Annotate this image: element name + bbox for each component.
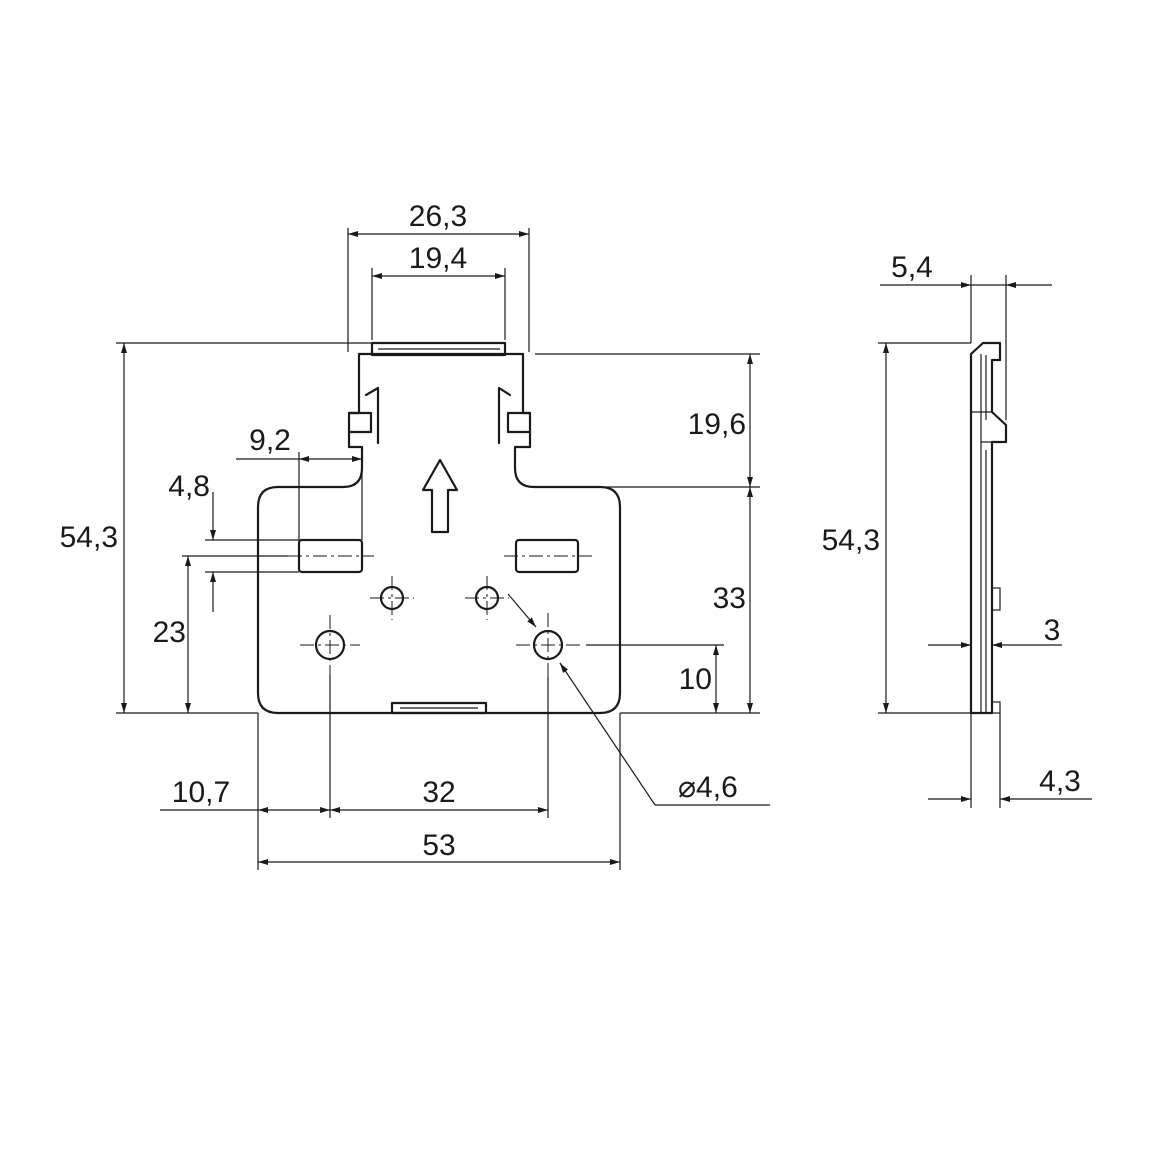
front-dimensions: 26,3 19,4 9,2 4,8 54,3 23 19,6 [60, 200, 770, 870]
dim-side-depth-bottom: 4,3 [1039, 765, 1081, 798]
bottom-tab [390, 701, 488, 715]
side-dimensions: 5,4 54,3 3 4,3 [822, 251, 1092, 808]
center-lines [288, 555, 592, 677]
dim-lower-height: 33 [713, 582, 746, 615]
dim-hole-spacing: 32 [422, 776, 455, 809]
dim-overall-width: 53 [422, 829, 455, 862]
left-hook [347, 386, 380, 445]
dim-side-depth-top: 5,4 [891, 251, 933, 284]
dim-slot-offset: 9,2 [249, 424, 291, 457]
front-view [256, 341, 622, 715]
dim-top-inner-width: 19,4 [409, 242, 467, 275]
direction-arrow-icon [421, 458, 459, 534]
dim-slot-height: 4,8 [168, 470, 210, 503]
side-profile [969, 341, 1008, 715]
dim-side-thickness: 3 [1044, 614, 1061, 647]
dim-slot-center-height: 23 [153, 616, 186, 649]
dim-upper-height: 19,6 [688, 408, 746, 441]
side-view [969, 341, 1008, 715]
dim-hole-center-height: 10 [679, 663, 712, 696]
dim-side-overall-height: 54,3 [822, 524, 880, 557]
dim-hole-offset: 10,7 [172, 776, 230, 809]
dim-top-outer-width: 26,3 [409, 200, 467, 233]
dim-overall-height: 54,3 [60, 521, 118, 554]
top-tab [370, 341, 507, 357]
plate-outline [256, 352, 622, 715]
dim-hole-diameter: ⌀4,6 [678, 771, 738, 804]
right-hook [497, 386, 532, 445]
